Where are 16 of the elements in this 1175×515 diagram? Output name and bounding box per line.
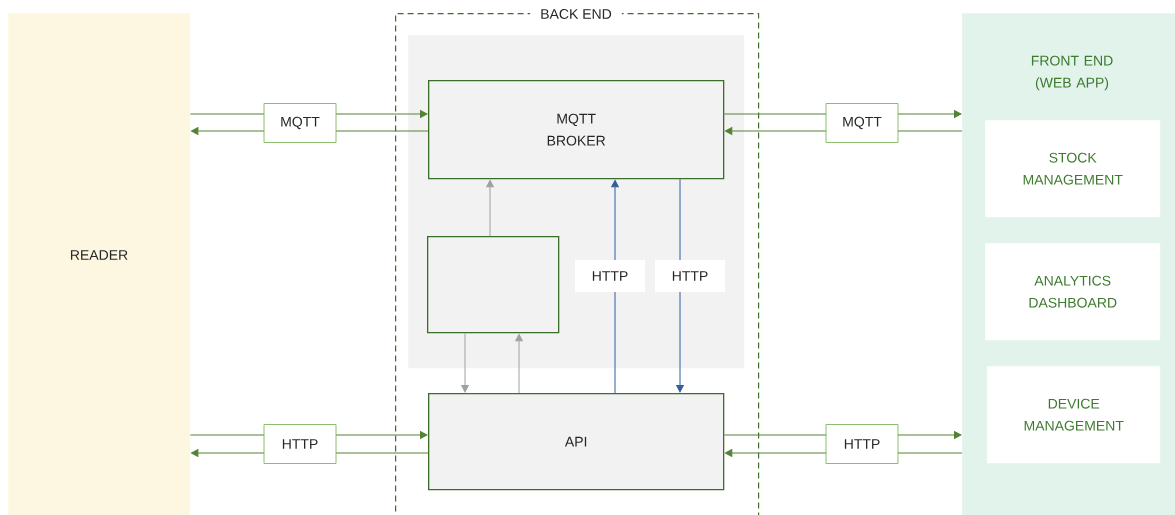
edge-label: MQTT [263, 103, 337, 143]
arrow [461, 332, 469, 393]
edge-label: HTTP [825, 424, 899, 464]
edge-label: MQTT [825, 103, 899, 143]
module-box: STOCK MANAGEMENT [985, 120, 1161, 218]
edge-label: HTTP [263, 424, 337, 464]
edge-label: HTTP [655, 260, 725, 292]
component-box [427, 236, 560, 334]
edge-label: HTTP [575, 260, 645, 292]
device-panel: READER [8, 13, 191, 515]
module-box: DEVICE MANAGEMENT [987, 366, 1161, 464]
module-box: ANALYTICS DASHBOARD [985, 243, 1161, 341]
component-box: API [428, 393, 725, 491]
component-box: MQTT BROKER [428, 80, 725, 180]
arrow [486, 179, 494, 237]
arrow [515, 333, 523, 394]
